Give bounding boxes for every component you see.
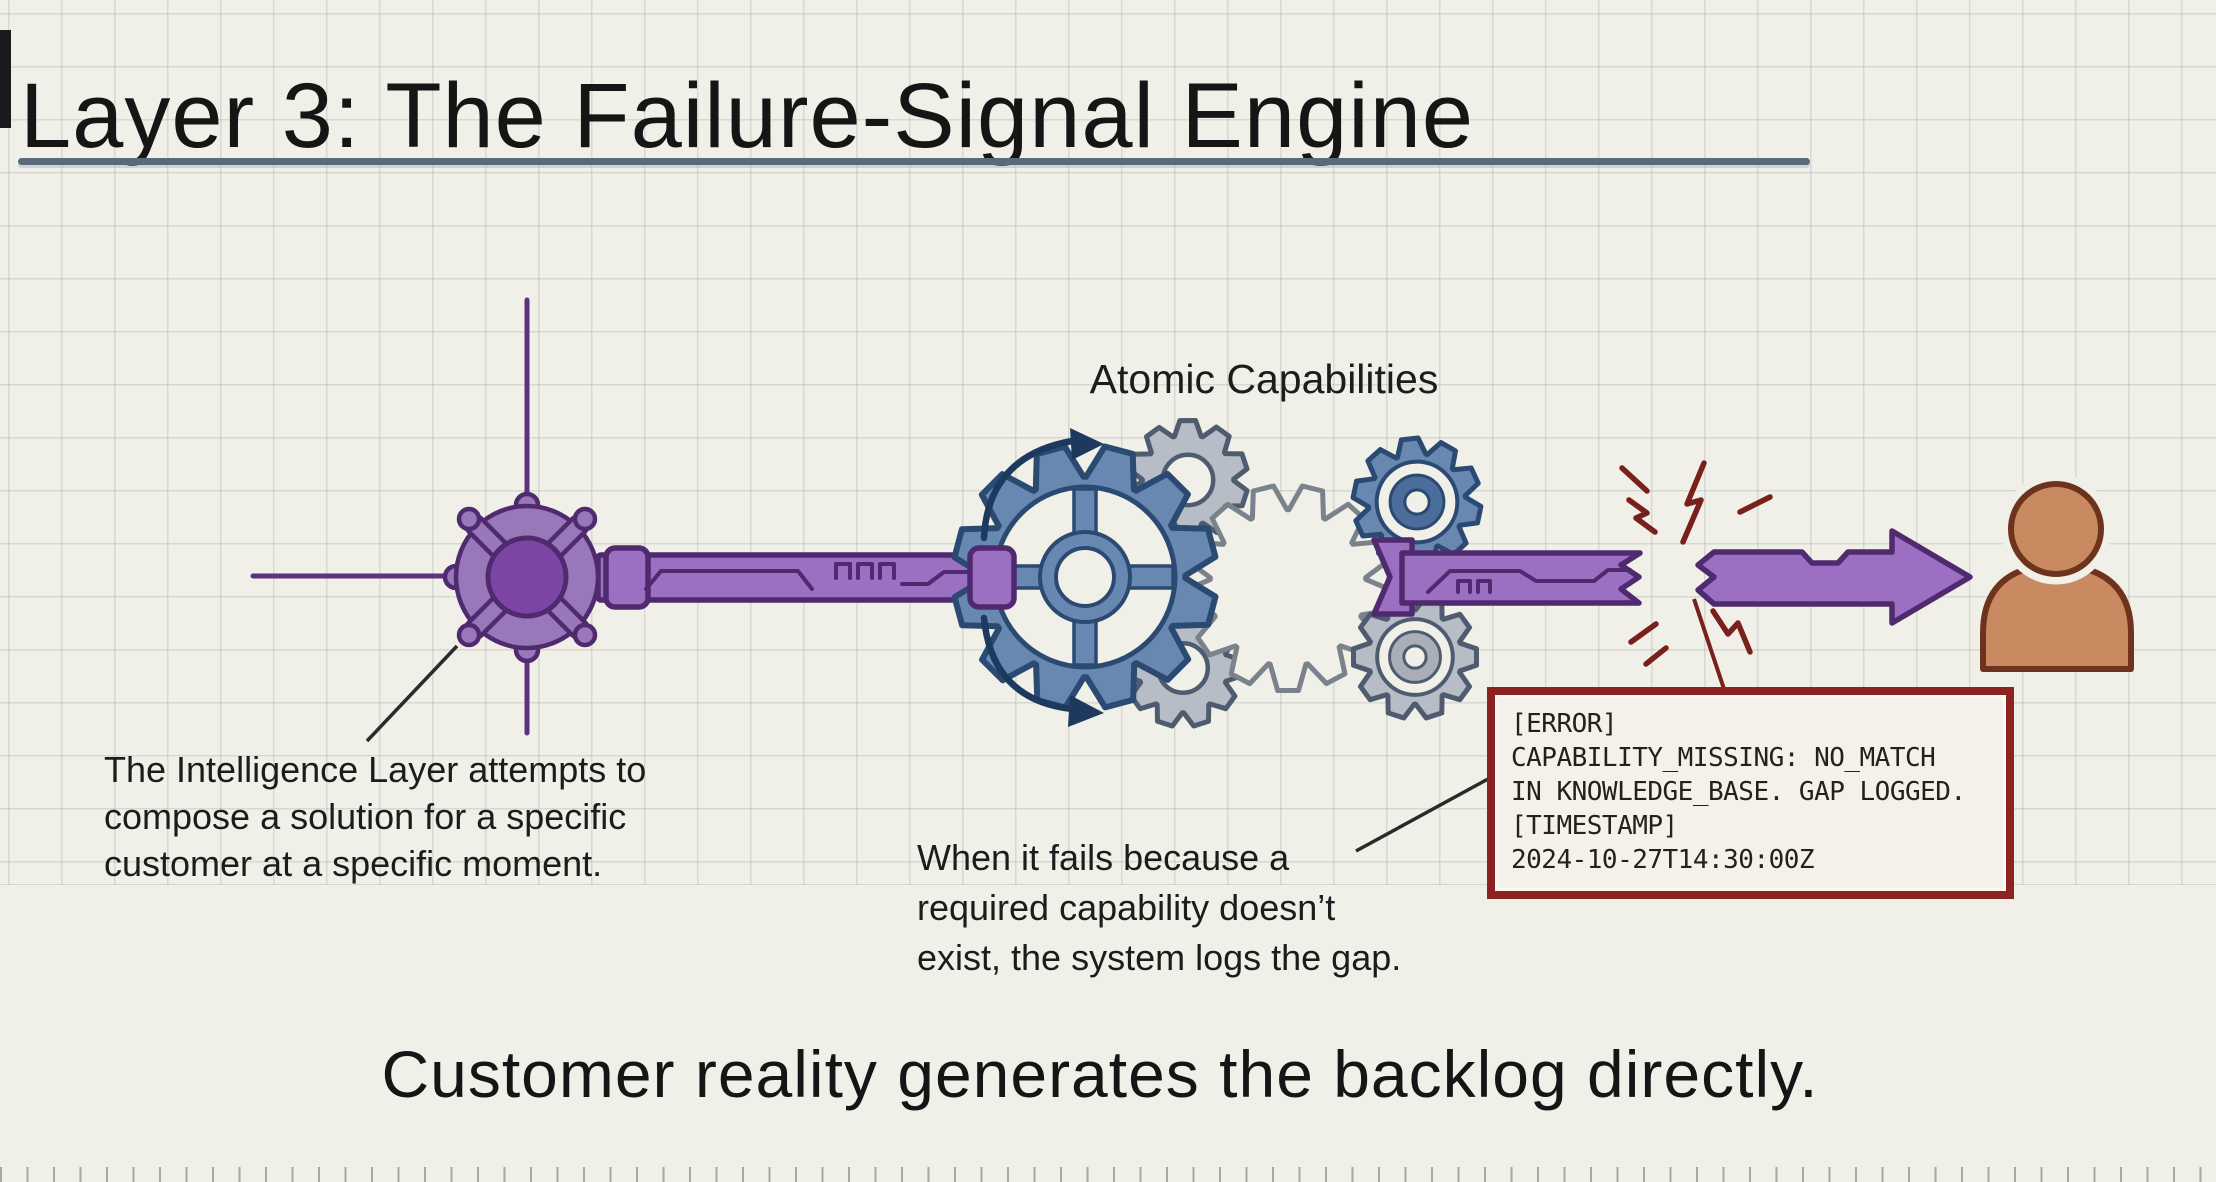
atomic-capabilities-label: Atomic Capabilities (1089, 356, 1439, 402)
annotation-line: compose a solution for a specific (104, 796, 627, 837)
error-log-box: [ERROR] CAPABILITY_MISSING: NO_MATCH IN … (1487, 687, 2014, 899)
slide-caption: Customer reality generates the backlog d… (381, 1037, 1819, 1111)
error-leader-line (1692, 598, 1726, 690)
screen-edge-artifact (0, 30, 11, 128)
annotation-line: customer at a specific moment. (104, 843, 603, 884)
failure-annotation-line (1355, 777, 1489, 853)
error-log-line: 2024-10-27T14:30:00Z (1511, 845, 1815, 875)
solution-pipe-left (595, 545, 1001, 610)
pipe-gear-connector (967, 545, 1017, 610)
atomic-capability-gears (951, 418, 1484, 729)
intelligence-annotation-line (365, 644, 459, 743)
gear-blue-top-right (1350, 435, 1484, 569)
failure-spark-icon (1619, 460, 1773, 667)
customer-icon (1980, 473, 2134, 672)
error-log-line: IN KNOWLEDGE_BASE. GAP LOGGED. (1511, 777, 1966, 807)
solution-pipe-right (1371, 537, 1643, 617)
hub-signal-lines (250, 297, 530, 736)
failure-annotation: When it fails because a required capabil… (917, 833, 1401, 983)
annotation-line: exist, the system logs the gap. (917, 937, 1402, 978)
broken-arrow-segment (1695, 528, 1973, 626)
page-title: Layer 3: The Failure-Signal Engine (20, 64, 1475, 167)
error-log-line: CAPABILITY_MISSING: NO_MATCH (1511, 743, 1936, 773)
intelligence-hub (442, 491, 601, 664)
rotation-arrows (980, 428, 1104, 727)
gear-gray-bottom-right (1351, 593, 1479, 721)
annotation-line: When it fails because a (917, 837, 1290, 878)
error-log-line: [TIMESTAMP] (1511, 811, 1678, 841)
annotation-line: The Intelligence Layer attempts to (104, 749, 647, 790)
intelligence-annotation: The Intelligence Layer attempts to compo… (104, 746, 646, 887)
annotation-line: required capability doesn’t (917, 887, 1336, 928)
gear-blue-main (951, 443, 1219, 711)
title-underline (18, 158, 1810, 165)
error-log-line: [ERROR] (1511, 709, 1618, 739)
bottom-ruler-ticks (0, 1167, 2216, 1182)
